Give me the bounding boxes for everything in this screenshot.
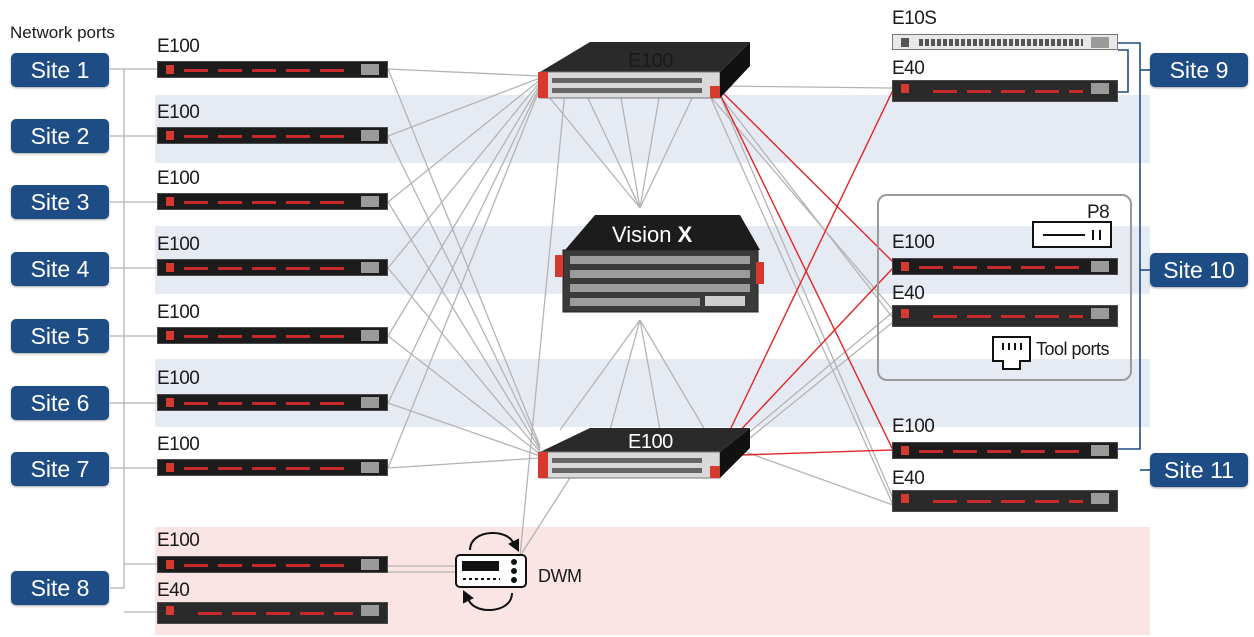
e100-label-bottom-switch: E100 — [628, 431, 673, 453]
vision-x-prefix: Vision — [612, 222, 672, 247]
vision-x-chassis — [555, 215, 764, 313]
site-badge-8: Site 8 — [11, 571, 109, 605]
e100-label-site8: E100 — [157, 530, 200, 551]
e40-device-site8 — [157, 602, 388, 624]
e100-device-site8 — [157, 556, 388, 573]
vision-x-suffix: X — [677, 222, 693, 247]
e100-device-site4 — [157, 259, 388, 276]
site-badge-9: Site 9 — [1150, 53, 1248, 87]
e100-label-site3: E100 — [157, 168, 200, 189]
site-badge-2: Site 2 — [11, 119, 109, 153]
site10-tool-group — [877, 194, 1132, 381]
vision-x-label: Vision X — [612, 222, 692, 248]
e40-device-site10 — [892, 305, 1118, 327]
e100-device-site2 — [157, 127, 388, 144]
network-ports-label: Network ports — [10, 23, 115, 42]
p8-label: P8 — [1087, 202, 1110, 223]
e100-device-site7 — [157, 459, 388, 476]
e100-device-site5 — [157, 327, 388, 344]
e40-label-site11: E40 — [892, 468, 925, 489]
tool-port-glyph — [992, 336, 1031, 370]
e100-device-site6 — [157, 394, 388, 411]
dwm-label: DWM — [538, 566, 582, 586]
e100-label-site2: E100 — [157, 102, 200, 123]
e40-device-site11 — [892, 490, 1118, 512]
e40-label-site8: E40 — [157, 580, 190, 601]
e10s-device — [892, 34, 1118, 50]
e40-label-site9: E40 — [892, 58, 925, 79]
site-badge-10: Site 10 — [1150, 253, 1248, 287]
e100-label-top-switch: E100 — [628, 50, 673, 72]
e40-device-site9 — [892, 80, 1118, 102]
site-badge-5: Site 5 — [11, 319, 109, 353]
e100-device-site10 — [892, 258, 1118, 275]
dwm-device — [455, 532, 527, 611]
e100-label-site6: E100 — [157, 368, 200, 389]
site-badge-3: Site 3 — [11, 185, 109, 219]
aggregation-switch-top — [538, 42, 750, 99]
site-badge-11: Site 11 — [1150, 453, 1248, 487]
e100-label-site5: E100 — [157, 302, 200, 323]
e100-device-site11 — [892, 442, 1118, 459]
e100-label-site11: E100 — [892, 416, 935, 437]
aggregation-switch-bottom — [538, 428, 750, 479]
e100-label-site1: E100 — [157, 36, 200, 57]
e100-label-site7: E100 — [157, 434, 200, 455]
e10s-label: E10S — [892, 8, 937, 29]
p8-device — [1032, 221, 1112, 248]
site-badge-7: Site 7 — [11, 452, 109, 486]
site-badge-4: Site 4 — [11, 252, 109, 286]
tool-ports-label: Tool ports — [1036, 339, 1110, 359]
site-badge-1: Site 1 — [11, 53, 109, 87]
e100-label-site10: E100 — [892, 232, 935, 253]
row-band-6 — [155, 359, 1150, 427]
e100-label-site4: E100 — [157, 234, 200, 255]
site-badge-6: Site 6 — [11, 386, 109, 420]
e100-device-site1 — [157, 61, 388, 78]
e100-device-site3 — [157, 193, 388, 210]
e40-label-site10: E40 — [892, 283, 925, 304]
